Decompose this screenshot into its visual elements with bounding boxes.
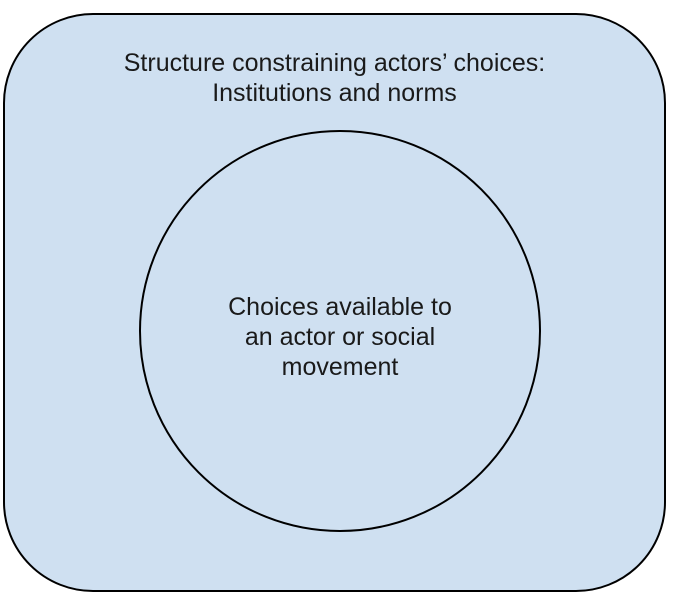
structure-box-title: Structure constraining actors’ choices: … bbox=[5, 48, 664, 108]
choices-circle-label-line2: an actor or social bbox=[244, 323, 436, 351]
structure-rounded-box: Structure constraining actors’ choices: … bbox=[3, 13, 666, 592]
choices-circle: Choices available to an actor or social … bbox=[139, 130, 541, 532]
structure-box-title-line2: Institutions and norms bbox=[212, 79, 457, 107]
structure-box-title-line1: Structure constraining actors’ choices: bbox=[123, 49, 546, 77]
choices-circle-label-line1: Choices available to bbox=[228, 293, 452, 321]
choices-circle-label: Choices available to an actor or social … bbox=[228, 292, 452, 382]
choices-circle-label-line3: movement bbox=[281, 353, 399, 381]
